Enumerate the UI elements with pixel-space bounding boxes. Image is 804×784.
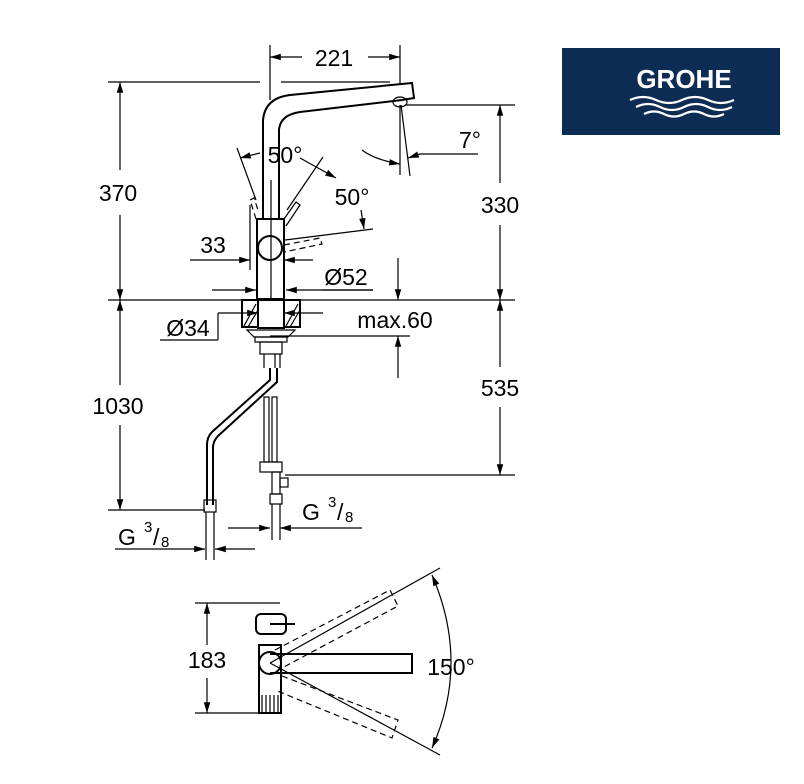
connection-right-letter: G [302,499,320,525]
svg-text:GROHE: GROHE [636,64,731,94]
reference-lines [108,45,515,511]
lever-angle-front-label: 50° [335,184,370,210]
faucet-side-view [203,81,416,560]
top-view-depth-label: 183 [188,647,226,673]
spout-height-label: 330 [481,192,519,218]
connection-left-den: 8 [161,534,169,551]
dimension-labels: 221 370 330 7° 50° 50° 33 Ø52 Ø34 max.60… [92,45,519,680]
connection-right-num: 3 [328,494,336,511]
connection-left-label: G 3 / 8 [118,519,169,551]
spout-reach-label: 221 [315,45,353,71]
base-diameter-label: Ø52 [324,264,367,290]
connection-right-label: G 3 / 8 [302,494,353,526]
spout-angle-label: 7° [459,127,481,153]
max-deck-thickness-label: max.60 [357,307,432,333]
connection-left-letter: G [118,524,136,550]
fraction-slash: / [153,524,160,550]
fraction-slash: / [337,499,344,525]
hole-diameter-label: Ø34 [166,315,210,341]
connection-right-den: 8 [345,509,353,526]
lever-angle-side-label: 50° [268,142,303,168]
faucet-top-view [195,567,452,756]
swivel-angle-label: 150° [427,654,475,680]
connection-left-num: 3 [144,519,152,536]
lever-offset-label: 33 [200,232,226,258]
total-height-label: 370 [99,180,137,206]
connection-depth-label: 535 [481,375,519,401]
hose-length-label: 1030 [92,393,143,419]
grohe-logo: GROHE [562,48,780,135]
